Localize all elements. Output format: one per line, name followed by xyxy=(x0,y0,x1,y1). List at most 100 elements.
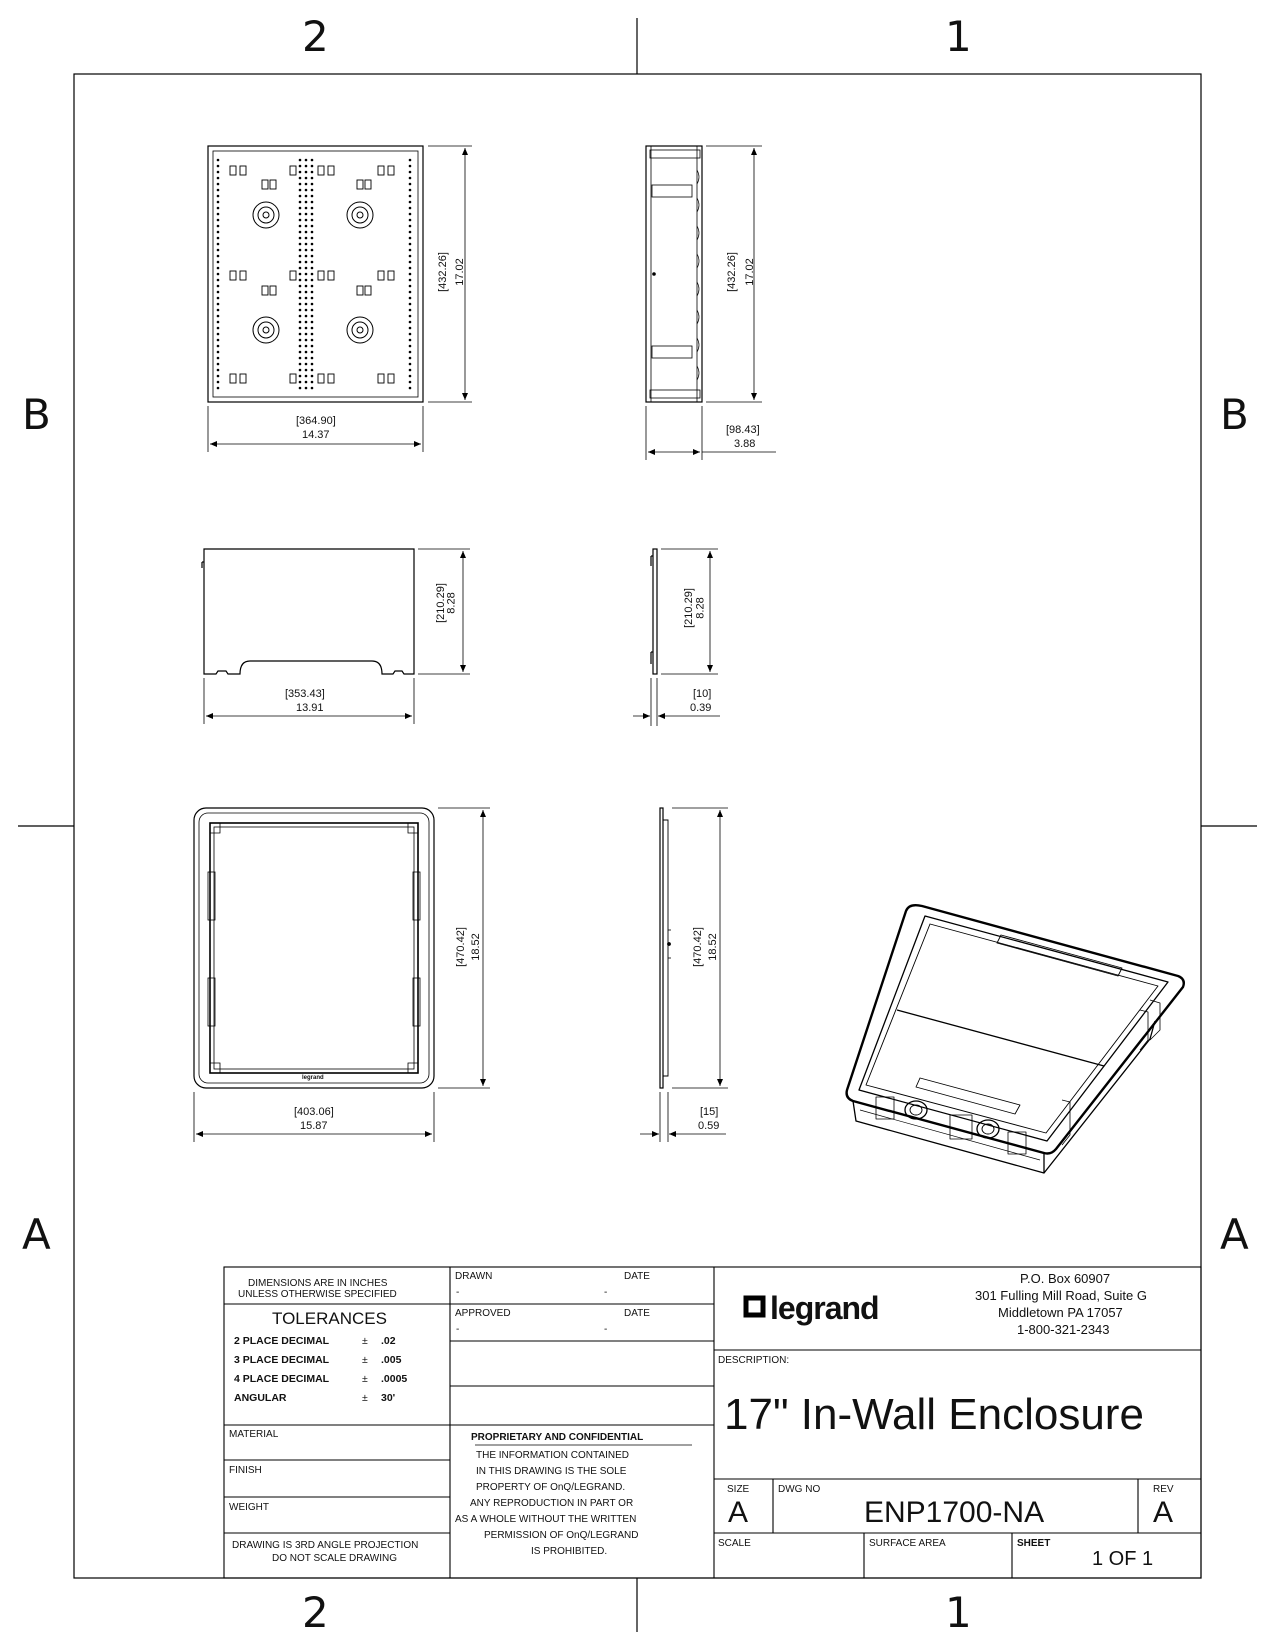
mounting-hole xyxy=(304,308,308,312)
mounting-hole xyxy=(298,188,302,192)
drawn-value: - xyxy=(456,1287,460,1298)
mounting-hole xyxy=(216,296,220,300)
mounting-hole xyxy=(298,230,302,234)
mounting-hole xyxy=(310,206,314,210)
tolerance-sign-1: ± xyxy=(362,1335,368,1347)
mounting-hole xyxy=(304,356,308,360)
approved-date-value: - xyxy=(604,1324,608,1335)
dim-side-height-in: 17.02 xyxy=(743,258,756,286)
tolerance-sign-2: ± xyxy=(362,1354,368,1366)
mounting-hole xyxy=(298,356,302,360)
side-knockout xyxy=(696,197,700,213)
mounting-hole xyxy=(304,344,308,348)
mounting-hole xyxy=(408,296,412,300)
mounting-hole xyxy=(304,248,308,252)
knockout-slot xyxy=(239,270,247,281)
approved-value: - xyxy=(456,1324,460,1335)
mounting-hole xyxy=(408,350,412,354)
mounting-hole xyxy=(216,224,220,228)
knockout-slot xyxy=(387,373,395,384)
mounting-hole xyxy=(310,260,314,264)
mounting-hole xyxy=(408,278,412,282)
mounting-hole xyxy=(216,188,220,192)
knockout-slot xyxy=(261,179,269,190)
mounting-hole xyxy=(304,272,308,276)
mounting-hole xyxy=(216,164,220,168)
finish-label: FINISH xyxy=(229,1465,262,1476)
knockout-slot xyxy=(289,373,297,384)
mounting-hole xyxy=(298,218,302,222)
mounting-hole xyxy=(216,236,220,240)
knockout-slot xyxy=(317,373,325,384)
enclosure-side-view xyxy=(645,145,703,403)
mounting-hole xyxy=(310,158,314,162)
mounting-hole xyxy=(298,254,302,258)
mounting-hole xyxy=(304,242,308,246)
mounting-hole xyxy=(216,380,220,384)
mounting-hole xyxy=(408,200,412,204)
mounting-hole xyxy=(310,254,314,258)
side-knockout xyxy=(696,337,700,353)
cable-port xyxy=(262,211,270,219)
knockout-slot xyxy=(239,373,247,384)
mounting-hole xyxy=(216,200,220,204)
address-line-1: P.O. Box 60907 xyxy=(1020,1271,1111,1286)
mounting-hole xyxy=(298,320,302,324)
tolerance-label-4: ANGULAR xyxy=(234,1392,287,1404)
dim-trim-width-mm: [403.06] xyxy=(294,1106,334,1118)
mounting-hole xyxy=(408,356,412,360)
tolerance-sign-3: ± xyxy=(362,1373,368,1385)
dim-side-depth-mm: [98.43] xyxy=(726,424,760,436)
cable-port xyxy=(257,206,275,224)
mounting-hole xyxy=(304,236,308,240)
zone-marker-bottom-1: 1 xyxy=(945,1588,972,1637)
address-line-2: 301 Fulling Mill Road, Suite G xyxy=(975,1288,1147,1303)
drawn-date-label: DATE xyxy=(624,1271,650,1282)
sheet-value: 1 OF 1 xyxy=(1092,1548,1154,1570)
side-knockout xyxy=(696,169,700,185)
dim-enclosure-width-in: 14.37 xyxy=(302,429,330,441)
knockout-slot xyxy=(327,373,335,384)
mounting-hole xyxy=(408,170,412,174)
mounting-hole xyxy=(304,290,308,294)
mounting-hole xyxy=(310,278,314,282)
mounting-hole xyxy=(216,332,220,336)
mounting-hole xyxy=(304,374,308,378)
dim-trim-width-in: 15.87 xyxy=(300,1120,328,1132)
mounting-hole xyxy=(304,224,308,228)
units-note-line-2: UNLESS OTHERWISE SPECIFIED xyxy=(238,1289,397,1300)
mounting-hole xyxy=(216,170,220,174)
mounting-hole xyxy=(408,188,412,192)
knockout-slot xyxy=(327,165,335,176)
mounting-hole xyxy=(408,314,412,318)
mounting-hole xyxy=(310,368,314,372)
mounting-hole xyxy=(298,176,302,180)
mounting-hole xyxy=(298,302,302,306)
dim-side-height-mm: [432.26] xyxy=(725,252,738,292)
knockout-slot xyxy=(377,270,385,281)
mounting-hole xyxy=(408,308,412,312)
cable-port xyxy=(351,206,369,224)
mounting-hole xyxy=(216,218,220,222)
isometric-view xyxy=(845,903,1186,1174)
sheet-label: SHEET xyxy=(1017,1538,1051,1549)
side-knockout xyxy=(696,253,700,269)
mounting-hole xyxy=(310,314,314,318)
company-logo: legrand xyxy=(770,1290,880,1326)
mounting-hole xyxy=(216,374,220,378)
dim-cover-side-height-in: 8.28 xyxy=(694,597,707,619)
mounting-hole xyxy=(304,326,308,330)
surface-area-label: SURFACE AREA xyxy=(869,1538,946,1549)
mounting-hole xyxy=(298,272,302,276)
mounting-hole xyxy=(408,248,412,252)
mounting-hole xyxy=(408,338,412,342)
mounting-hole xyxy=(298,236,302,240)
mounting-hole xyxy=(408,206,412,210)
dim-trim-side-height-mm: [470.42] xyxy=(691,927,704,967)
mounting-hole xyxy=(298,248,302,252)
mounting-hole xyxy=(216,182,220,186)
drawn-date-value: - xyxy=(604,1287,608,1298)
scale-label: SCALE xyxy=(718,1538,751,1549)
mounting-hole xyxy=(310,188,314,192)
